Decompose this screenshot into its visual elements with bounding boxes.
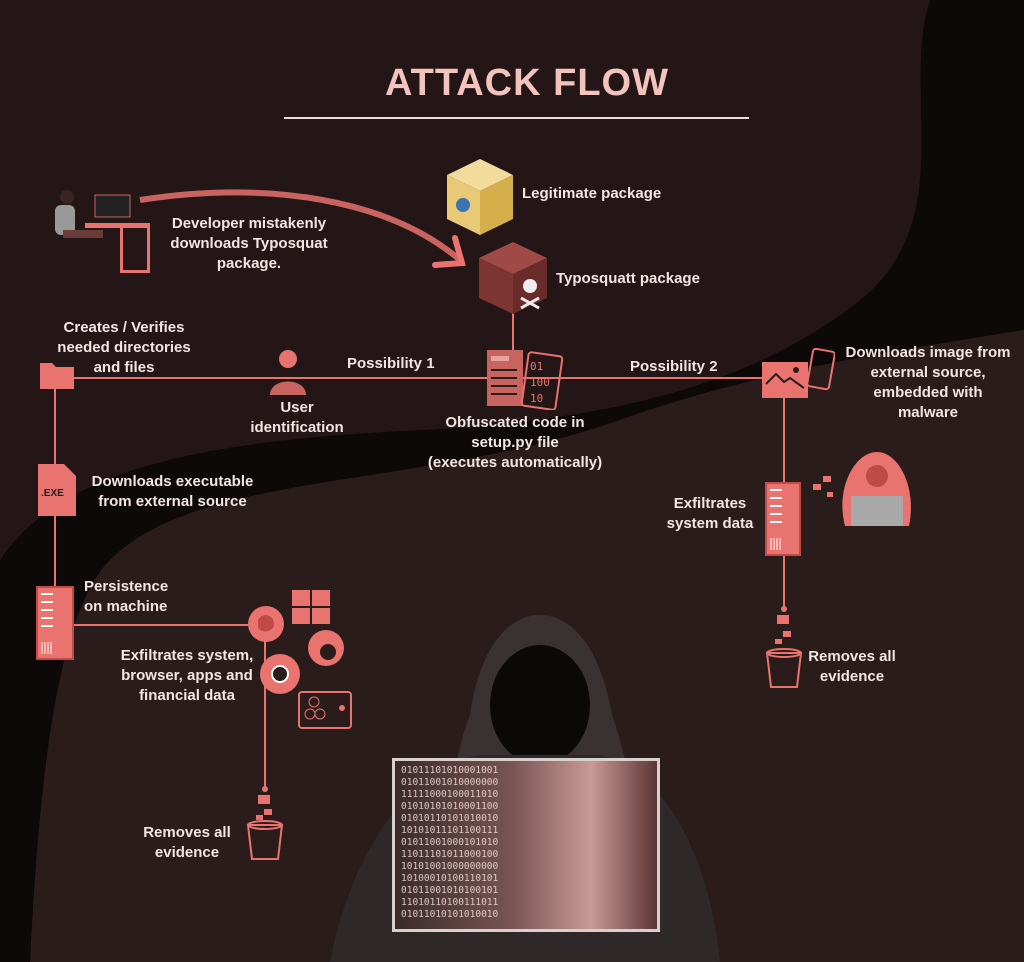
- legitimate-package-label: Legitimate package: [522, 185, 662, 202]
- trash-bucket-icon-right: [765, 606, 803, 688]
- developer-label: Developer mistakenly downloads Typosquat…: [170, 215, 328, 272]
- exe-file-icon: .EXE: [38, 464, 76, 516]
- exfiltrates-system-data-label: Exfiltrates system data: [666, 495, 754, 532]
- connector-browser-down: [264, 640, 266, 790]
- create-directories-label: Creates / Verifies needed directories an…: [57, 319, 191, 376]
- connector-persistence-horizontal: [72, 624, 252, 626]
- removes-evidence-left-label: Removes all evidence: [143, 824, 231, 861]
- download-image-label: Downloads image from external source, em…: [845, 344, 1011, 421]
- server-icon: [765, 482, 801, 556]
- user-identification-label: User identification: [250, 399, 344, 436]
- persistence-server-icon: [36, 586, 74, 660]
- obfuscated-code-label: Obfuscated code in setup.py file (execut…: [427, 414, 603, 471]
- persistence-label: Persistence on machine: [84, 578, 169, 615]
- svg-text:10: 10: [530, 392, 543, 405]
- developer-at-desk-icon: [55, 190, 150, 273]
- crypto-wallet-icon: [298, 691, 352, 729]
- connector-main-horizontal: [48, 377, 770, 379]
- typosquatt-package-skull-icon: [479, 242, 547, 314]
- windows-icon: [292, 590, 330, 624]
- svg-text:01: 01: [530, 360, 543, 373]
- typosquatt-package-label: Typosquatt package: [556, 270, 700, 287]
- obfuscated-code-file-icon: 01 100 10: [487, 350, 564, 410]
- removes-evidence-right-label: Removes all evidence: [808, 648, 896, 685]
- legitimate-package-icon: [447, 159, 513, 235]
- page-title: ATTACK FLOW: [385, 62, 669, 104]
- download-executable-label: Downloads executable from external sourc…: [91, 473, 254, 510]
- trash-bucket-icon-left: [246, 786, 284, 860]
- binary-landscape-poster: 01011101010001001 01011001010000000 1111…: [392, 758, 660, 932]
- hacker-laptop-icon: [813, 452, 911, 526]
- possibility-1-label: Possibility 1: [347, 355, 435, 372]
- connector-package-down: [512, 312, 514, 352]
- poster-binary-text: 01011101010001001 01011001010000000 1111…: [401, 765, 499, 920]
- user-identification-icon: [270, 350, 306, 395]
- malware-image-icon: [762, 348, 835, 398]
- svg-text:.EXE: .EXE: [41, 488, 64, 499]
- possibility-2-label: Possibility 2: [630, 358, 718, 375]
- folder-icon: [40, 363, 74, 389]
- title-underline: [284, 117, 749, 119]
- exfiltrates-browser-apps-label: Exfiltrates system, browser, apps and fi…: [120, 647, 254, 704]
- svg-text:100: 100: [530, 376, 550, 389]
- download-arrow-icon: [139, 189, 466, 268]
- browser-apps-icons: [248, 590, 352, 729]
